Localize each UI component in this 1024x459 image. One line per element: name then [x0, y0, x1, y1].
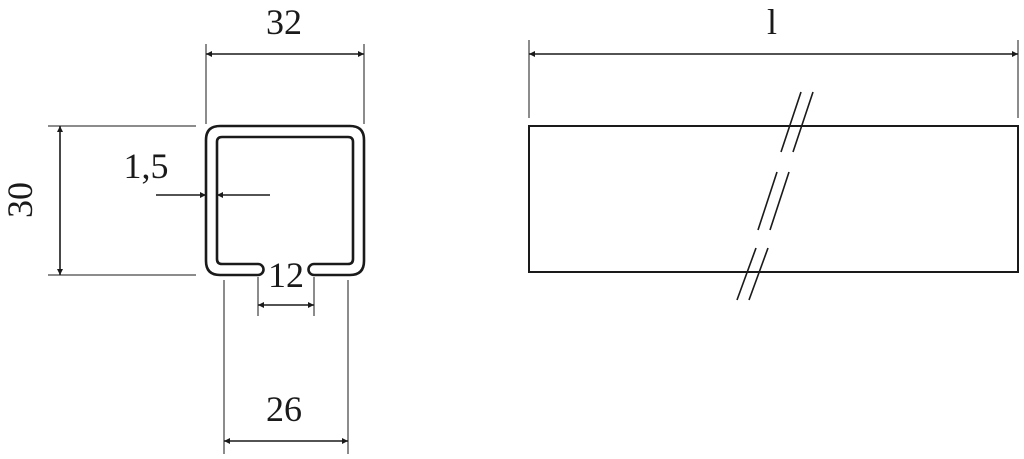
- break-mark-top-2: [792, 91, 814, 153]
- profile-left-lip-end: [257, 262, 265, 277]
- dimension-outer-height: 30: [0, 125, 196, 276]
- dimension-length: l: [528, 2, 1019, 118]
- dimension-wall-thickness: 1,5: [124, 146, 270, 198]
- break-mark-middle-1: [757, 171, 778, 231]
- break-mark-bottom-1: [736, 247, 757, 301]
- break-mark-bottom-2: [748, 247, 769, 301]
- break-mark-middle-2: [769, 171, 790, 231]
- dimension-label-inner-width: 26: [266, 389, 302, 429]
- dimension-label-outer-width: 32: [266, 2, 302, 42]
- dimension-label-outer-height: 30: [0, 182, 40, 218]
- break-mark-top-1: [780, 91, 802, 153]
- dimension-label-length: l: [767, 2, 777, 42]
- dimension-label-slot-width: 12: [268, 255, 304, 295]
- profile-outer-contour: [204, 124, 366, 277]
- channel-profile: [204, 124, 366, 277]
- rail-side-view: [528, 91, 1019, 301]
- dimension-slot-width: 12: [257, 255, 315, 316]
- rail-side-view-outline: [528, 125, 1019, 273]
- profile-inner-contour: [215, 135, 355, 266]
- dimension-outer-width: 32: [205, 2, 365, 124]
- dimension-label-wall-thickness: 1,5: [124, 146, 169, 186]
- dimension-inner-width: 26: [223, 280, 349, 454]
- profile-right-lip-end: [307, 262, 315, 277]
